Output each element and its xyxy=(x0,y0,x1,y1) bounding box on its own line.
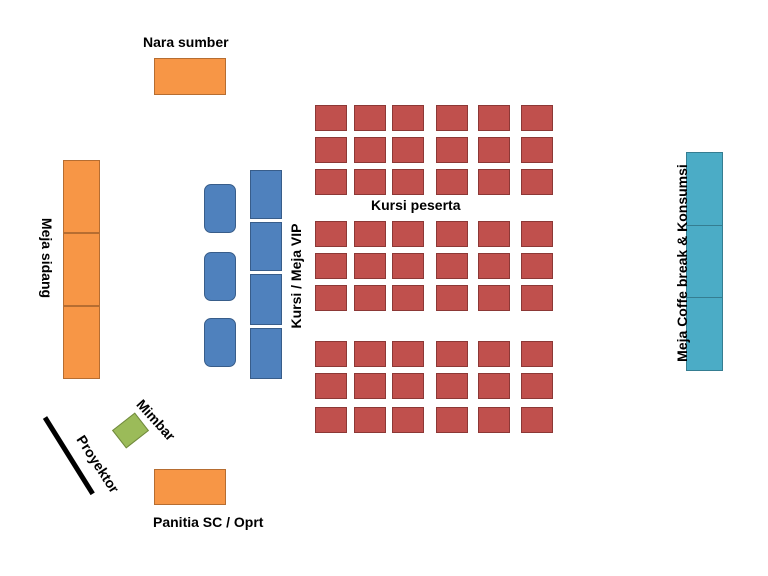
participant-seat xyxy=(315,169,347,195)
participant-seat xyxy=(521,373,553,399)
participant-seat xyxy=(521,105,553,131)
participant-seat xyxy=(354,341,386,367)
kursi-meja-vip-label: Kursi / Meja VIP xyxy=(288,223,304,329)
catering-table-2 xyxy=(686,225,723,298)
participant-seat xyxy=(521,407,553,433)
participant-seat xyxy=(436,407,468,433)
participant-seat xyxy=(436,137,468,163)
vip-table-2 xyxy=(250,222,282,271)
participant-seat xyxy=(521,285,553,311)
catering-table-1 xyxy=(686,152,723,226)
participant-seat xyxy=(478,169,510,195)
panitia-table xyxy=(154,469,226,505)
vip-table-3 xyxy=(250,274,282,325)
participant-seat xyxy=(315,373,347,399)
participant-seat xyxy=(315,221,347,247)
nara-sumber-table xyxy=(154,58,226,95)
participant-seat xyxy=(478,253,510,279)
meja-sidang-table-3 xyxy=(63,306,100,379)
participant-seat xyxy=(392,169,424,195)
meja-sidang-table-2 xyxy=(63,233,100,306)
participant-seat xyxy=(436,253,468,279)
nara-sumber-label: Nara sumber xyxy=(143,34,229,50)
participant-seat xyxy=(354,285,386,311)
participant-seat xyxy=(478,407,510,433)
participant-seat xyxy=(354,221,386,247)
participant-seat xyxy=(521,169,553,195)
participant-seat xyxy=(478,285,510,311)
participant-seat xyxy=(315,137,347,163)
participant-seat xyxy=(354,137,386,163)
participant-seat xyxy=(315,341,347,367)
participant-seat xyxy=(315,285,347,311)
participant-seat xyxy=(392,373,424,399)
participant-seat xyxy=(436,341,468,367)
participant-seat xyxy=(354,169,386,195)
participant-seat xyxy=(392,137,424,163)
participant-seat xyxy=(521,137,553,163)
kursi-peserta-label: Kursi peserta xyxy=(371,197,461,213)
participant-seat xyxy=(521,253,553,279)
participant-seat xyxy=(392,341,424,367)
participant-seat xyxy=(478,373,510,399)
participant-seat xyxy=(315,105,347,131)
participant-seat xyxy=(478,105,510,131)
participant-seat xyxy=(478,137,510,163)
participant-seat xyxy=(315,253,347,279)
participant-seat xyxy=(521,221,553,247)
meja-sidang-table-1 xyxy=(63,160,100,233)
vip-table-4 xyxy=(250,328,282,379)
participant-seat xyxy=(354,253,386,279)
participant-seat xyxy=(436,221,468,247)
participant-seat xyxy=(436,105,468,131)
participant-seat xyxy=(436,373,468,399)
participant-seat xyxy=(436,169,468,195)
panitia-label: Panitia SC / Oprt xyxy=(153,514,264,530)
participant-seat xyxy=(521,341,553,367)
vip-table-1 xyxy=(250,170,282,219)
vip-chair-2 xyxy=(204,252,236,301)
participant-seat xyxy=(392,105,424,131)
participant-seat xyxy=(392,253,424,279)
vip-chair-3 xyxy=(204,318,236,367)
meja-coffe-label: Meja Coffe break & Konsumsi xyxy=(674,164,690,362)
catering-table-3 xyxy=(686,297,723,371)
participant-seat xyxy=(436,285,468,311)
participant-seat xyxy=(354,407,386,433)
participant-seat xyxy=(392,221,424,247)
participant-seat xyxy=(315,407,347,433)
participant-seat xyxy=(354,373,386,399)
participant-seat xyxy=(392,407,424,433)
vip-chair-1 xyxy=(204,184,236,233)
participant-seat xyxy=(354,105,386,131)
participant-seat xyxy=(392,285,424,311)
participant-seat xyxy=(478,341,510,367)
participant-seat xyxy=(478,221,510,247)
meja-sidang-label: Meja sidang xyxy=(39,217,55,299)
